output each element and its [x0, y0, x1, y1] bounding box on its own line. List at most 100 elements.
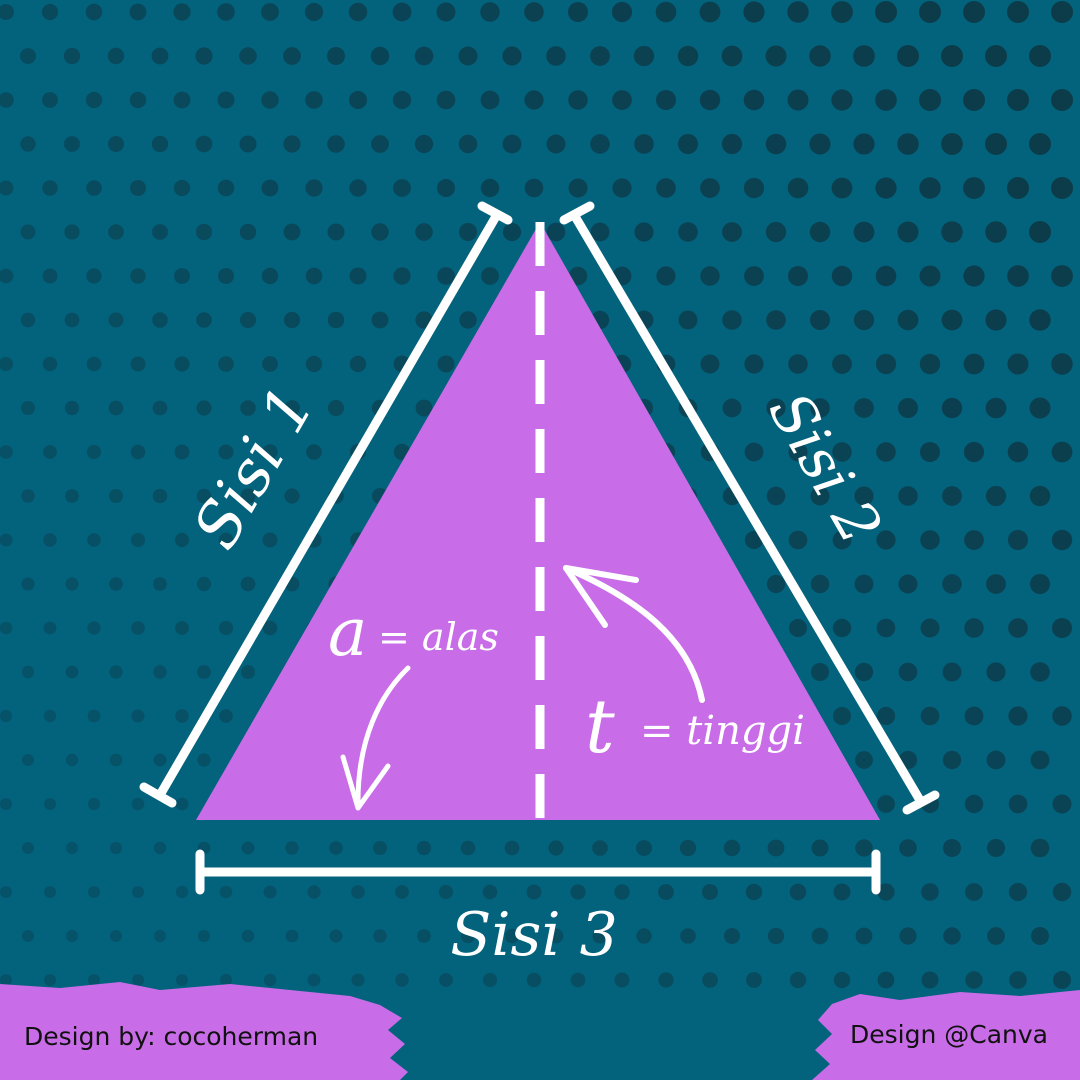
- halftone-dot: [152, 400, 168, 416]
- halftone-dot: [0, 621, 13, 635]
- halftone-dot: [196, 400, 212, 416]
- halftone-dot: [22, 754, 34, 766]
- halftone-dot: [876, 530, 896, 550]
- halftone-dot: [744, 442, 764, 462]
- halftone-dot: [568, 90, 588, 110]
- halftone-dot: [524, 178, 544, 198]
- halftone-dot: [1031, 927, 1049, 945]
- halftone-dot: [898, 662, 918, 682]
- halftone-dot: [811, 839, 829, 857]
- halftone-dot: [240, 400, 256, 416]
- halftone-dot: [460, 840, 476, 856]
- halftone-dot: [197, 753, 211, 767]
- halftone-dot: [987, 927, 1005, 945]
- halftone-dot: [219, 973, 233, 987]
- halftone-dot: [85, 91, 103, 109]
- halftone-dot: [108, 136, 124, 152]
- halftone-dot: [20, 48, 36, 64]
- halftone-dot: [592, 840, 608, 856]
- halftone-dot: [699, 1, 721, 23]
- halftone-dot: [677, 45, 699, 67]
- halftone-dot: [921, 971, 939, 989]
- halftone-dot: [809, 221, 831, 243]
- halftone-dot: [42, 268, 58, 284]
- base-symbol: a: [328, 594, 367, 671]
- brush-stroke-right: [812, 990, 1080, 1080]
- halftone-dot: [899, 927, 917, 945]
- halftone-dot: [590, 222, 610, 242]
- halftone-dot: [854, 574, 874, 594]
- halftone-dot: [897, 45, 919, 67]
- halftone-dot: [546, 222, 566, 242]
- halftone-dot: [0, 92, 14, 108]
- halftone-dot: [700, 178, 720, 198]
- halftone-dot: [64, 224, 80, 240]
- halftone-dot: [964, 706, 984, 726]
- halftone-dot: [327, 311, 345, 329]
- halftone-dot: [0, 709, 13, 723]
- halftone-dot: [349, 355, 367, 373]
- halftone-dot: [679, 839, 697, 857]
- halftone-dot: [107, 47, 125, 65]
- halftone-dot: [1052, 618, 1072, 638]
- halftone-dot: [307, 885, 321, 899]
- halftone-dot: [722, 398, 742, 418]
- halftone-dot: [196, 488, 212, 504]
- base-definition: = alas: [378, 615, 499, 659]
- halftone-dot: [985, 309, 1007, 331]
- halftone-dot: [0, 268, 14, 284]
- halftone-dot: [941, 221, 963, 243]
- halftone-dot: [919, 1, 941, 23]
- halftone-dot: [658, 972, 674, 988]
- halftone-dot: [175, 885, 189, 899]
- halftone-dot: [0, 533, 13, 547]
- halftone-dot: [305, 267, 323, 285]
- halftone-dot: [173, 91, 191, 109]
- halftone-dot: [1008, 530, 1028, 550]
- halftone-dot: [1052, 794, 1072, 814]
- halftone-dot: [1007, 265, 1029, 287]
- halftone-dot: [130, 444, 146, 460]
- halftone-dot: [743, 89, 765, 111]
- halftone-dot: [21, 489, 35, 503]
- halftone-dot: [348, 2, 368, 22]
- halftone-dot: [87, 709, 101, 723]
- side2-measure-line: [559, 201, 940, 815]
- halftone-dot: [132, 886, 144, 898]
- halftone-dot: [395, 973, 409, 987]
- halftone-dot: [724, 928, 740, 944]
- halftone-dot: [329, 929, 343, 943]
- halftone-dot: [833, 971, 851, 989]
- halftone-dot: [658, 884, 674, 900]
- halftone-dot: [854, 398, 874, 418]
- brush-stroke-left: [0, 982, 408, 1080]
- halftone-dot: [173, 179, 191, 197]
- halftone-dot: [985, 45, 1007, 67]
- halftone-dot: [109, 841, 123, 855]
- halftone-dot: [986, 662, 1006, 682]
- halftone-dot: [1029, 397, 1051, 419]
- halftone-dot: [789, 619, 807, 637]
- halftone-dot: [307, 973, 321, 987]
- halftone-dot: [21, 665, 35, 679]
- halftone-dot: [899, 839, 917, 857]
- halftone-dot: [788, 442, 808, 462]
- halftone-dot: [678, 134, 698, 154]
- halftone-dot: [262, 444, 278, 460]
- halftone-dot: [877, 795, 895, 813]
- halftone-dot: [65, 577, 79, 591]
- halftone-dot: [678, 222, 698, 242]
- halftone-dot: [351, 885, 365, 899]
- halftone-dot: [1051, 89, 1073, 111]
- halftone-dot: [897, 309, 919, 331]
- halftone-dot: [43, 709, 57, 723]
- halftone-dot: [1029, 45, 1051, 67]
- halftone-dot: [174, 532, 190, 548]
- halftone-dot: [1052, 706, 1072, 726]
- halftone-dot: [524, 2, 544, 22]
- halftone-dot: [833, 707, 851, 725]
- halftone-dot: [1030, 574, 1050, 594]
- halftone-dot: [1051, 353, 1073, 375]
- halftone-dot: [305, 355, 323, 373]
